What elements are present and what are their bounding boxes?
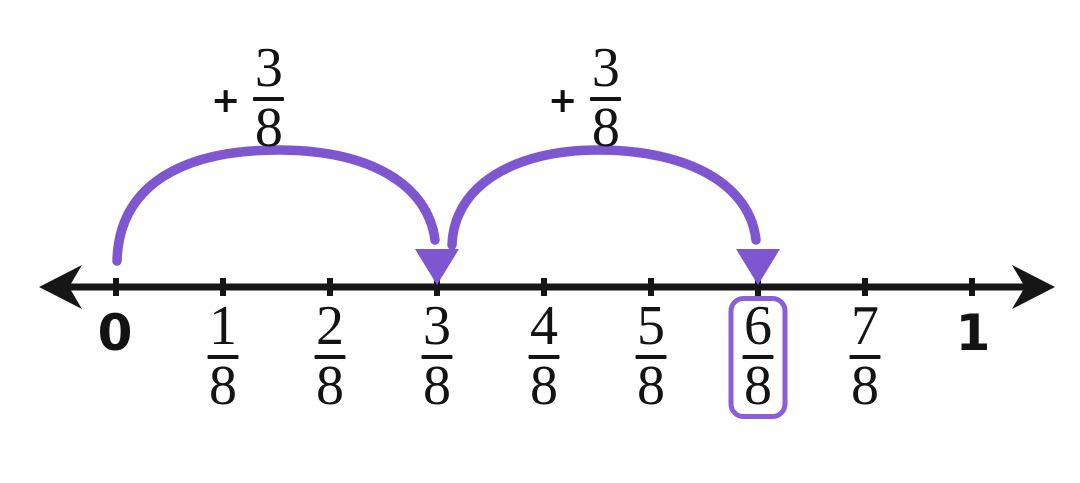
fraction-denominator: 8 bbox=[316, 355, 344, 417]
jump-arc-2-arrowhead-icon bbox=[736, 249, 780, 285]
tick-label-1-8: 1 8 bbox=[207, 295, 239, 417]
fraction-bar bbox=[253, 97, 285, 101]
fraction-bar bbox=[635, 355, 667, 359]
fraction-numerator: 6 bbox=[744, 295, 772, 357]
fraction-numerator: 3 bbox=[591, 37, 620, 99]
fraction-bar bbox=[590, 97, 622, 101]
fraction-denominator: 8 bbox=[744, 355, 772, 417]
plus-operator: + bbox=[211, 80, 241, 121]
left-arrowhead-icon bbox=[39, 265, 82, 309]
fraction-bar bbox=[421, 355, 453, 359]
fraction-bar bbox=[314, 355, 346, 359]
jump-arc-1-arrowhead-icon bbox=[415, 249, 459, 285]
fraction-numerator: 2 bbox=[316, 295, 344, 357]
tick-label-3-8: 3 8 bbox=[421, 295, 453, 417]
tick-6-8 bbox=[755, 278, 761, 296]
jump-arc-2 bbox=[447, 145, 761, 250]
fraction-denominator: 8 bbox=[530, 355, 558, 417]
tick-label-2-8: 2 8 bbox=[314, 295, 346, 417]
fraction-denominator: 8 bbox=[209, 355, 237, 417]
fraction-bar bbox=[207, 355, 239, 359]
jump-label-1: + 3 8 bbox=[211, 37, 285, 159]
tick-2-8 bbox=[327, 278, 333, 296]
plus-operator: + bbox=[548, 80, 578, 121]
right-arrowhead-icon bbox=[1012, 265, 1055, 309]
jump-label-2: + 3 8 bbox=[548, 37, 622, 159]
tick-label-6-8-highlighted: 6 8 bbox=[728, 295, 788, 419]
tick-label-7-8: 7 8 bbox=[849, 295, 881, 417]
tick-label-4-8: 4 8 bbox=[528, 295, 560, 417]
fraction-bar bbox=[849, 355, 881, 359]
fraction-numerator: 1 bbox=[209, 295, 237, 357]
tick-7-8 bbox=[862, 278, 868, 296]
fraction-bar bbox=[742, 355, 774, 359]
fraction-denominator: 8 bbox=[851, 355, 879, 417]
tick-0 bbox=[113, 278, 119, 296]
tick-3-8 bbox=[434, 278, 440, 296]
fraction-numerator: 7 bbox=[851, 295, 879, 357]
tick-5-8 bbox=[648, 278, 654, 296]
tick-1 bbox=[969, 278, 975, 296]
tick-4-8 bbox=[541, 278, 547, 296]
jump-arc-1 bbox=[112, 145, 440, 266]
fraction-numerator: 4 bbox=[530, 295, 558, 357]
tick-label-0: 0 bbox=[97, 304, 133, 362]
tick-1-8 bbox=[220, 278, 226, 296]
fraction-denominator: 8 bbox=[423, 355, 451, 417]
fraction-denominator: 8 bbox=[591, 97, 620, 159]
fraction-numerator: 5 bbox=[637, 295, 665, 357]
jump-2-fraction: 3 8 bbox=[590, 37, 622, 159]
fraction-denominator: 8 bbox=[254, 97, 283, 159]
fraction-bar bbox=[528, 355, 560, 359]
tick-label-5-8: 5 8 bbox=[635, 295, 667, 417]
tick-label-1: 1 bbox=[955, 304, 991, 362]
fraction-numerator: 3 bbox=[423, 295, 451, 357]
fraction-denominator: 8 bbox=[637, 355, 665, 417]
fraction-numerator: 3 bbox=[254, 37, 283, 99]
jump-1-fraction: 3 8 bbox=[253, 37, 285, 159]
